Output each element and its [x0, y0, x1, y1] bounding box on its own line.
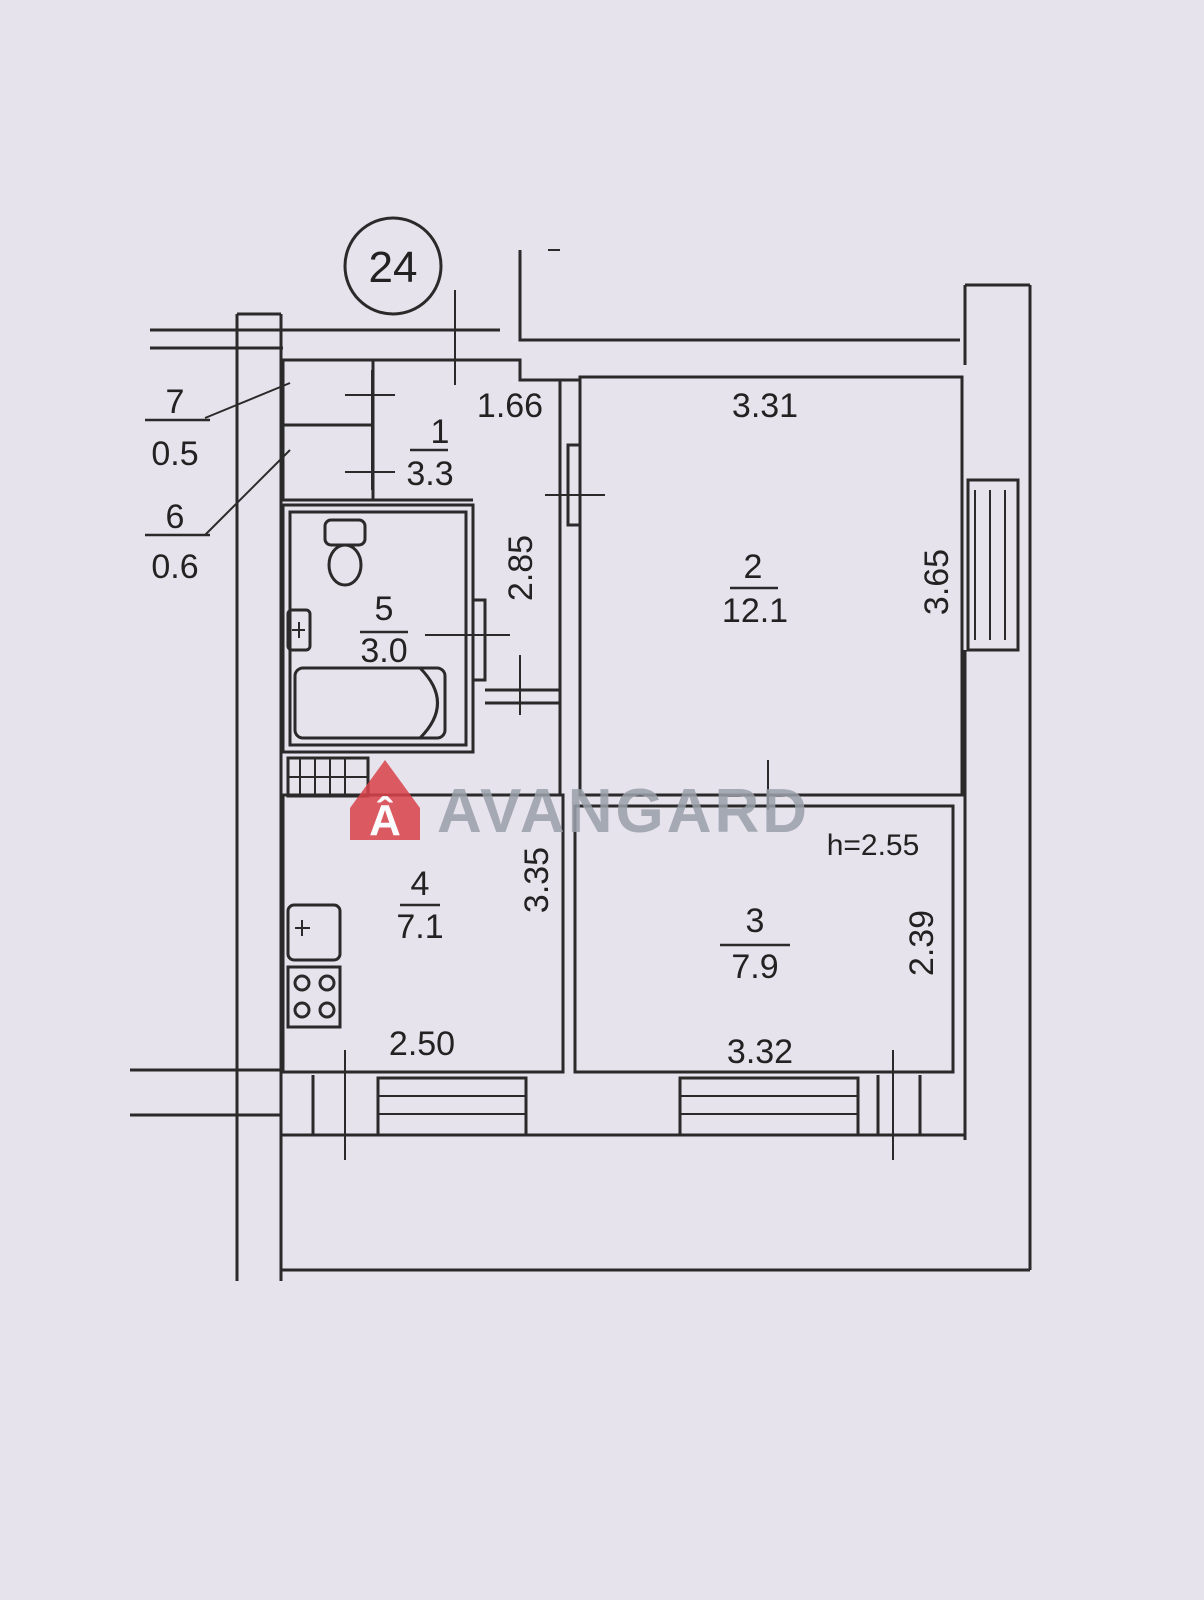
ceiling-height: h=2.55 — [827, 829, 920, 862]
apartment-number: 24 — [369, 243, 418, 292]
dim-kitchen-depth: 3.35 — [518, 847, 556, 913]
avangard-logo-icon — [350, 760, 420, 840]
room-3-number: 3 — [746, 902, 765, 940]
room-4-area: 7.1 — [396, 908, 443, 946]
watermark-text: AVANGARD — [437, 777, 810, 846]
leader-lines — [204, 382, 291, 536]
apartment-number-circle — [343, 216, 443, 316]
dim-kitchen-width: 2.50 — [389, 1025, 455, 1063]
hall-partition — [485, 380, 562, 795]
room-2-area: 12.1 — [722, 592, 788, 630]
bathroom-inner — [288, 510, 468, 747]
room-7-area: 0.5 — [151, 435, 198, 473]
dim-room3-width: 3.32 — [727, 1033, 793, 1071]
dim-bath-depth: 2.85 — [502, 535, 540, 601]
room2-window — [966, 478, 1020, 652]
left-exterior-wall — [235, 312, 283, 1281]
room-7-number: 7 — [166, 383, 185, 421]
dim-room3-depth: 2.39 — [903, 910, 941, 976]
room-6-area: 0.6 — [151, 548, 198, 586]
watermark-logo-letter: Â — [369, 795, 401, 845]
bathtub — [293, 666, 447, 740]
room-1-number: 1 — [431, 413, 450, 451]
room-2-outline — [578, 375, 964, 797]
room-5-area: 3.0 — [360, 632, 407, 670]
toilet-tank — [323, 518, 367, 547]
dim-room2-width: 3.31 — [732, 387, 798, 425]
dim-room2-depth: 3.65 — [918, 549, 956, 615]
top-wall — [150, 250, 960, 382]
kitchen-window — [376, 1076, 528, 1137]
room-3-window — [678, 1076, 860, 1137]
bottom-wall — [130, 1068, 965, 1272]
room-3-outline — [573, 804, 955, 1074]
bathroom-sink — [286, 608, 312, 652]
room-2-number: 2 — [744, 548, 763, 586]
kitchen-stove — [286, 965, 342, 1029]
room-5-door — [471, 598, 487, 682]
closet-7 — [281, 358, 375, 427]
room-3-area: 7.9 — [731, 948, 778, 986]
room-4-number: 4 — [411, 865, 430, 903]
room-6-number: 6 — [166, 498, 185, 536]
dim-hall-width: 1.66 — [477, 387, 543, 425]
kitchen-sink — [286, 903, 342, 962]
closet-6 — [281, 423, 375, 502]
room-5-number: 5 — [375, 590, 394, 628]
room-1-area: 3.3 — [406, 455, 453, 493]
room-4-outline — [281, 793, 565, 1074]
toilet — [327, 543, 363, 587]
bathtub-curve — [418, 666, 439, 740]
room-2-door — [566, 443, 582, 527]
right-wall — [963, 283, 1032, 1272]
watermark: Â AVANGARD — [350, 760, 810, 846]
